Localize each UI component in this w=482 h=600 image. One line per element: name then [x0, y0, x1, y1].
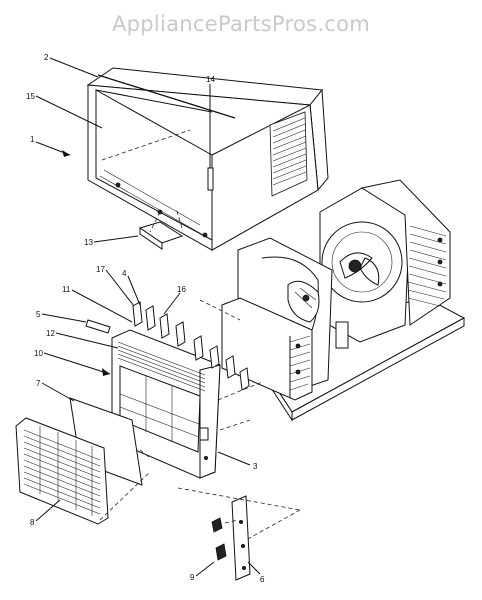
callout-11: 11	[62, 285, 71, 294]
callout-5: 5	[36, 310, 41, 319]
callout-15: 15	[26, 92, 35, 101]
callout-8: 8	[30, 518, 35, 527]
callout-16: 16	[177, 285, 186, 294]
front-grille	[15, 417, 109, 525]
callout-12: 12	[46, 329, 55, 338]
callout-10: 10	[34, 349, 43, 358]
callout-17: 17	[96, 265, 105, 274]
callout-14: 14	[206, 75, 215, 84]
condenser-assembly	[319, 179, 451, 343]
part-13-bracket	[138, 221, 184, 250]
guide-lines	[99, 207, 301, 541]
front-panel	[111, 329, 221, 479]
callout-6: 6	[260, 575, 265, 584]
callout-4: 4	[122, 269, 127, 278]
side-louver	[269, 111, 308, 197]
callout-9: 9	[190, 573, 195, 582]
callout-7: 7	[36, 379, 41, 388]
watermark: AppliancePartsPros.com	[111, 12, 371, 36]
part-5-rod	[85, 319, 111, 334]
leader-lines	[35, 57, 261, 577]
callout-labels: 1 2 3 4 5 6 7 8 9 10 11 12 13 14 15 16 1…	[26, 53, 265, 584]
callout-3: 3	[253, 462, 258, 471]
control-bracket	[211, 495, 251, 581]
mounting-clips	[132, 301, 250, 391]
callout-1: 1	[30, 135, 35, 144]
cabinet-wrapper	[86, 67, 329, 251]
callout-13: 13	[84, 238, 93, 247]
callout-2: 2	[44, 53, 49, 62]
